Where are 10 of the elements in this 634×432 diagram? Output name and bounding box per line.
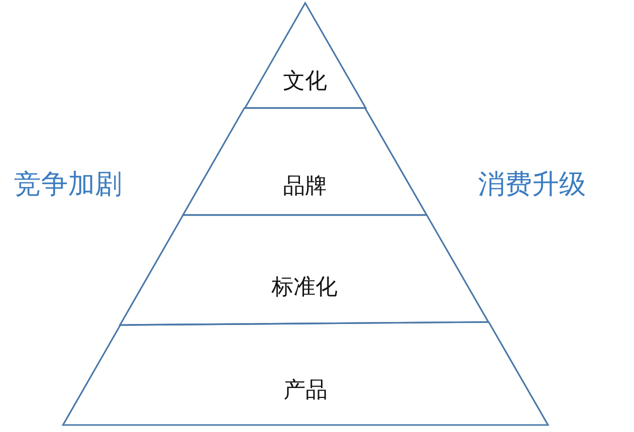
side-label: 消费升级 bbox=[478, 168, 586, 202]
pyramid-layer bbox=[120, 215, 489, 325]
layer-label: 产品 bbox=[282, 377, 328, 405]
pyramid-layer bbox=[183, 108, 428, 215]
layer-label: 文化 bbox=[282, 68, 328, 96]
layer-label: 标准化 bbox=[270, 274, 338, 302]
side-label: 竞争加剧 bbox=[14, 168, 122, 202]
layer-label: 品牌 bbox=[282, 173, 328, 201]
pyramid-layer bbox=[244, 3, 366, 108]
pyramid-layer bbox=[63, 322, 548, 425]
